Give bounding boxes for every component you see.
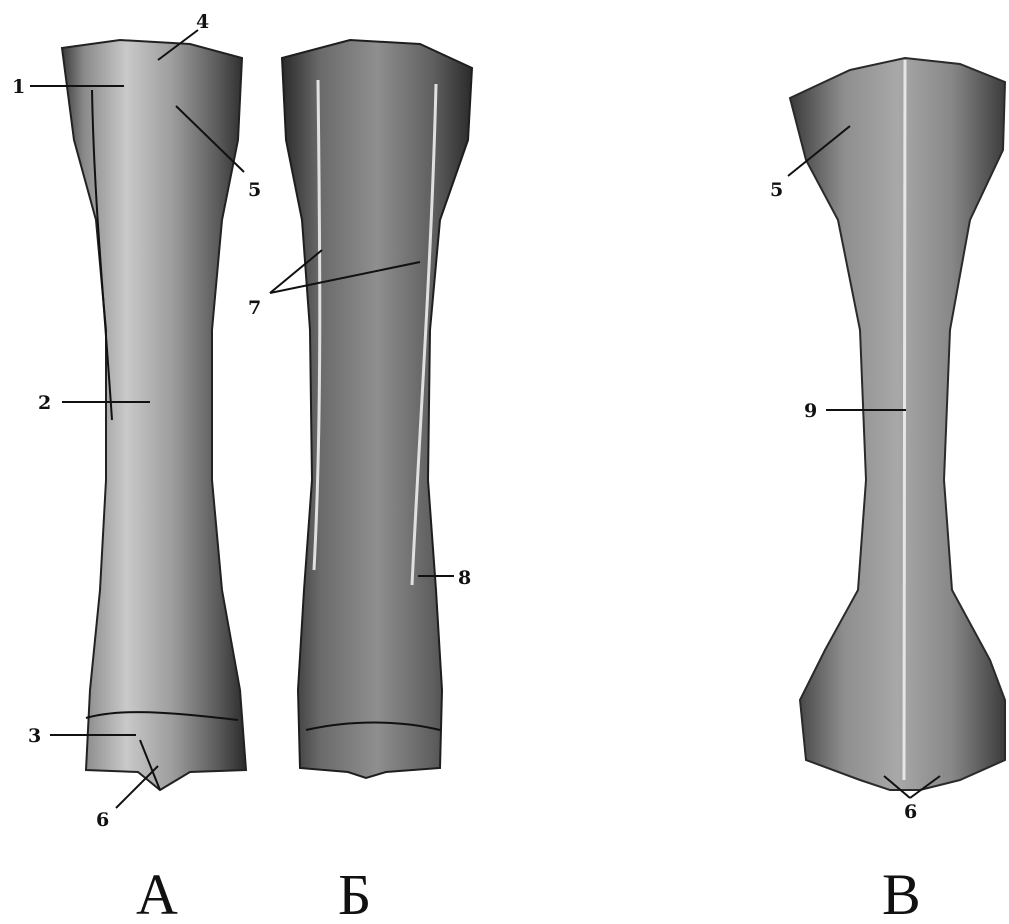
label-5-b: 5 [770, 179, 783, 201]
caption-a: А [136, 862, 178, 924]
label-5-a: 5 [248, 179, 261, 201]
label-3: 3 [28, 725, 41, 747]
caption-b: Б [338, 862, 371, 924]
bone-a [62, 40, 246, 790]
label-9: 9 [804, 400, 817, 422]
bone-b [282, 40, 472, 778]
label-6-b: 6 [904, 801, 917, 823]
label-1: 1 [12, 76, 25, 98]
label-8: 8 [458, 567, 471, 589]
bone-v [790, 58, 1005, 790]
label-2: 2 [38, 392, 51, 414]
label-7: 7 [248, 297, 261, 319]
caption-v: В [882, 862, 921, 924]
label-6-a: 6 [96, 809, 109, 831]
label-4: 4 [196, 11, 209, 33]
